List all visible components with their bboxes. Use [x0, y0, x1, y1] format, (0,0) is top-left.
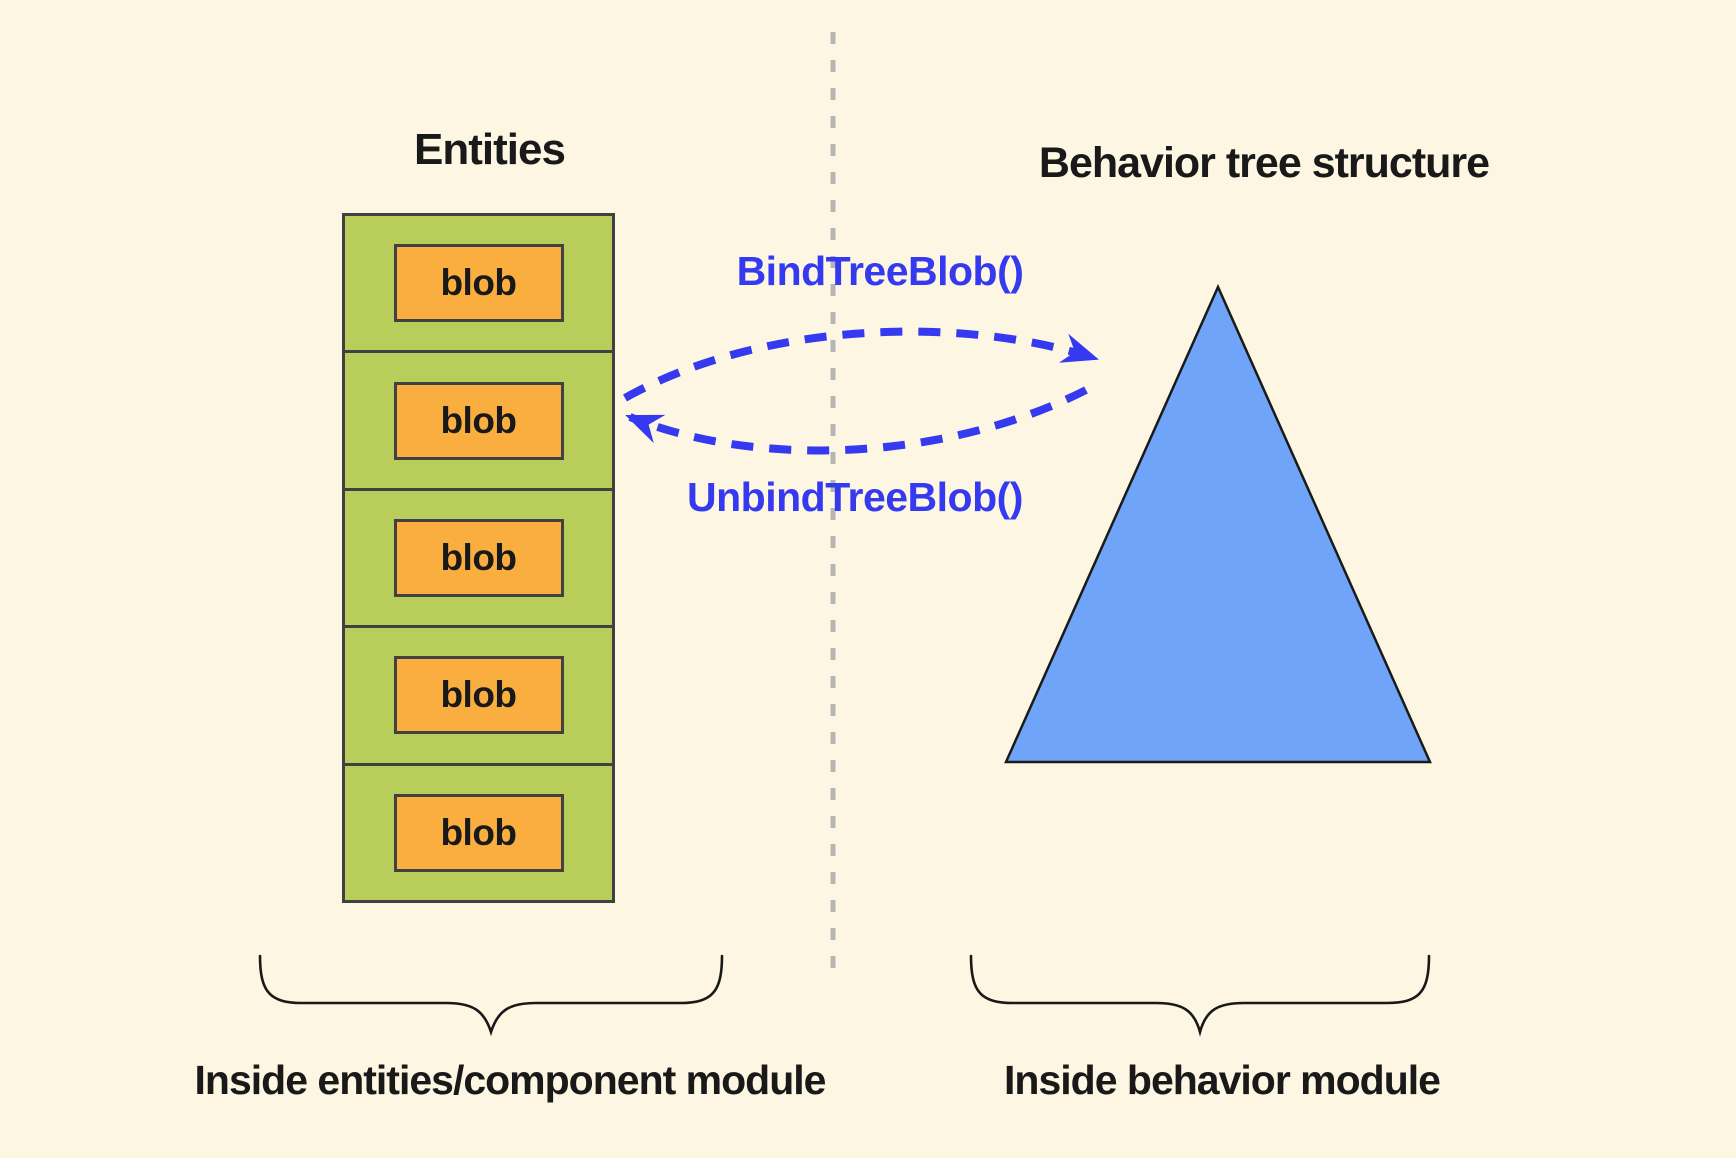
bind-arrow: [623, 327, 1099, 402]
left-module-caption: Inside entities/component module: [194, 1057, 827, 1103]
blob-label: blob: [440, 262, 517, 304]
left-underbrace: [258, 954, 724, 1037]
blob-box: blob: [393, 656, 564, 735]
blob-label: blob: [440, 399, 517, 441]
entity-cell: blob: [345, 216, 612, 354]
right-underbrace: [969, 954, 1431, 1037]
blob-label: blob: [440, 674, 517, 716]
entity-cell: blob: [345, 628, 612, 766]
entity-stack: blob blob blob blob blob: [342, 213, 615, 903]
entities-title: Entities: [414, 125, 566, 174]
blob-box: blob: [393, 519, 564, 598]
unbind-function-label: UnbindTreeBlob(): [687, 474, 1023, 520]
blob-box: blob: [393, 793, 564, 872]
behavior-tree-triangle: [1004, 283, 1432, 764]
bind-function-label: BindTreeBlob(): [736, 248, 1024, 294]
blob-box: blob: [393, 244, 564, 323]
entity-cell: blob: [345, 766, 612, 900]
blob-label: blob: [440, 537, 517, 579]
entity-cell: blob: [345, 353, 612, 491]
unbind-arrow: [625, 386, 1088, 455]
behavior-tree-title: Behavior tree structure: [1038, 139, 1490, 187]
blob-box: blob: [393, 381, 564, 460]
entity-cell: blob: [345, 491, 612, 629]
right-module-caption: Inside behavior module: [1004, 1057, 1441, 1103]
blob-label: blob: [440, 811, 517, 853]
